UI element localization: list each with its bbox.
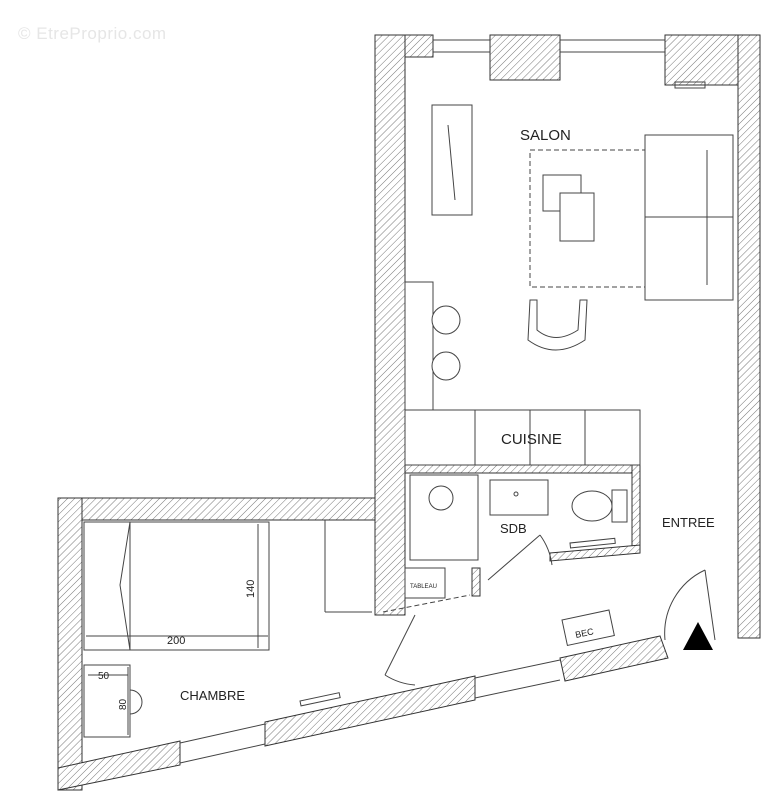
tableau-label: TABLEAU [410, 584, 437, 590]
room-label-sdb: SDB [500, 521, 527, 536]
desk [83, 664, 131, 738]
towel-rail [569, 537, 616, 549]
dim-bed-width: 140 [245, 580, 257, 598]
dim-desk-width: 50 [98, 671, 110, 682]
dimension-lines [86, 524, 268, 735]
sdb-bottom-wall [549, 544, 641, 562]
toilet [571, 490, 613, 522]
bec-box [561, 609, 615, 647]
sdb-right-wall [631, 464, 641, 554]
kitchen-counter [404, 409, 641, 466]
right-wall [737, 34, 761, 639]
chambre-left-wall [57, 497, 83, 791]
bottom-wall-2 [264, 675, 476, 747]
bottom-wall-3 [559, 635, 669, 682]
room-label-salon: SALON [520, 127, 571, 144]
salon-left-wall [374, 34, 406, 616]
armchair [527, 299, 588, 351]
windows [179, 39, 706, 764]
rug [529, 149, 646, 288]
doors [382, 534, 716, 686]
tableau-wall [471, 567, 481, 597]
room-label-entree: ENTREE [662, 515, 715, 530]
walls [57, 34, 761, 791]
dim-bed-length: 200 [167, 635, 185, 647]
room-label-chambre: CHAMBRE [180, 688, 245, 703]
bottom-wall-1 [57, 740, 181, 791]
room-label-cuisine: CUISINE [501, 431, 562, 448]
dim-desk-length: 80 [118, 698, 129, 710]
counter [404, 281, 434, 411]
watermark: © EtreProprio.com [18, 24, 167, 43]
top-wall-mid [489, 34, 561, 81]
bec-label: BEC [574, 626, 595, 640]
tableau-box [404, 567, 446, 599]
coffee-table-2 [559, 192, 595, 242]
entrance-arrow-icon [683, 622, 713, 650]
wardrobe [431, 104, 473, 216]
stool-1 [431, 305, 461, 335]
sink [489, 479, 549, 516]
bed [83, 521, 270, 651]
chambre-top-wall [57, 497, 376, 521]
stool-2 [431, 351, 461, 381]
sdb-wall [404, 464, 641, 474]
furniture [83, 104, 734, 738]
